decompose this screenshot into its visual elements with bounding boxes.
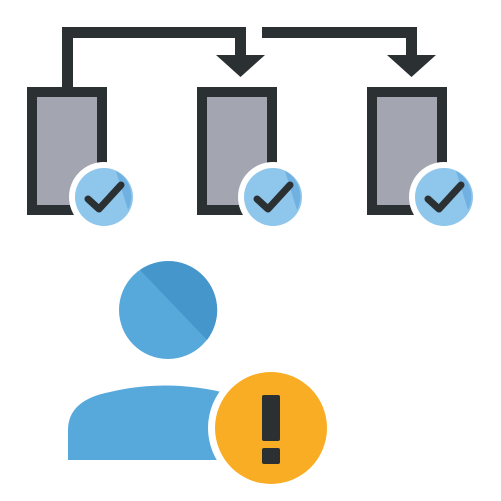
checkmark-badge-icon [409,162,479,232]
arrowhead-down-icon [387,55,436,77]
user-head-shade [140,261,218,340]
checkmark-badge-icon [69,162,139,232]
connector-bar-1 [62,27,246,38]
connector-drop-2 [406,27,417,56]
checkmark-icon [84,181,125,213]
connector-bar-2 [262,27,417,38]
warning-badge-icon [208,365,334,491]
connector-riser [62,27,73,87]
exclamation-bar [262,395,280,441]
exclamation-dot [262,448,280,464]
workflow-arrow-icon [62,27,436,87]
checkmark-icon [253,181,294,213]
checkmark-icon [424,181,465,213]
checkmark-badge-icon [238,162,308,232]
connector-drop-1 [235,27,246,56]
arrowhead-down-icon [216,55,265,77]
